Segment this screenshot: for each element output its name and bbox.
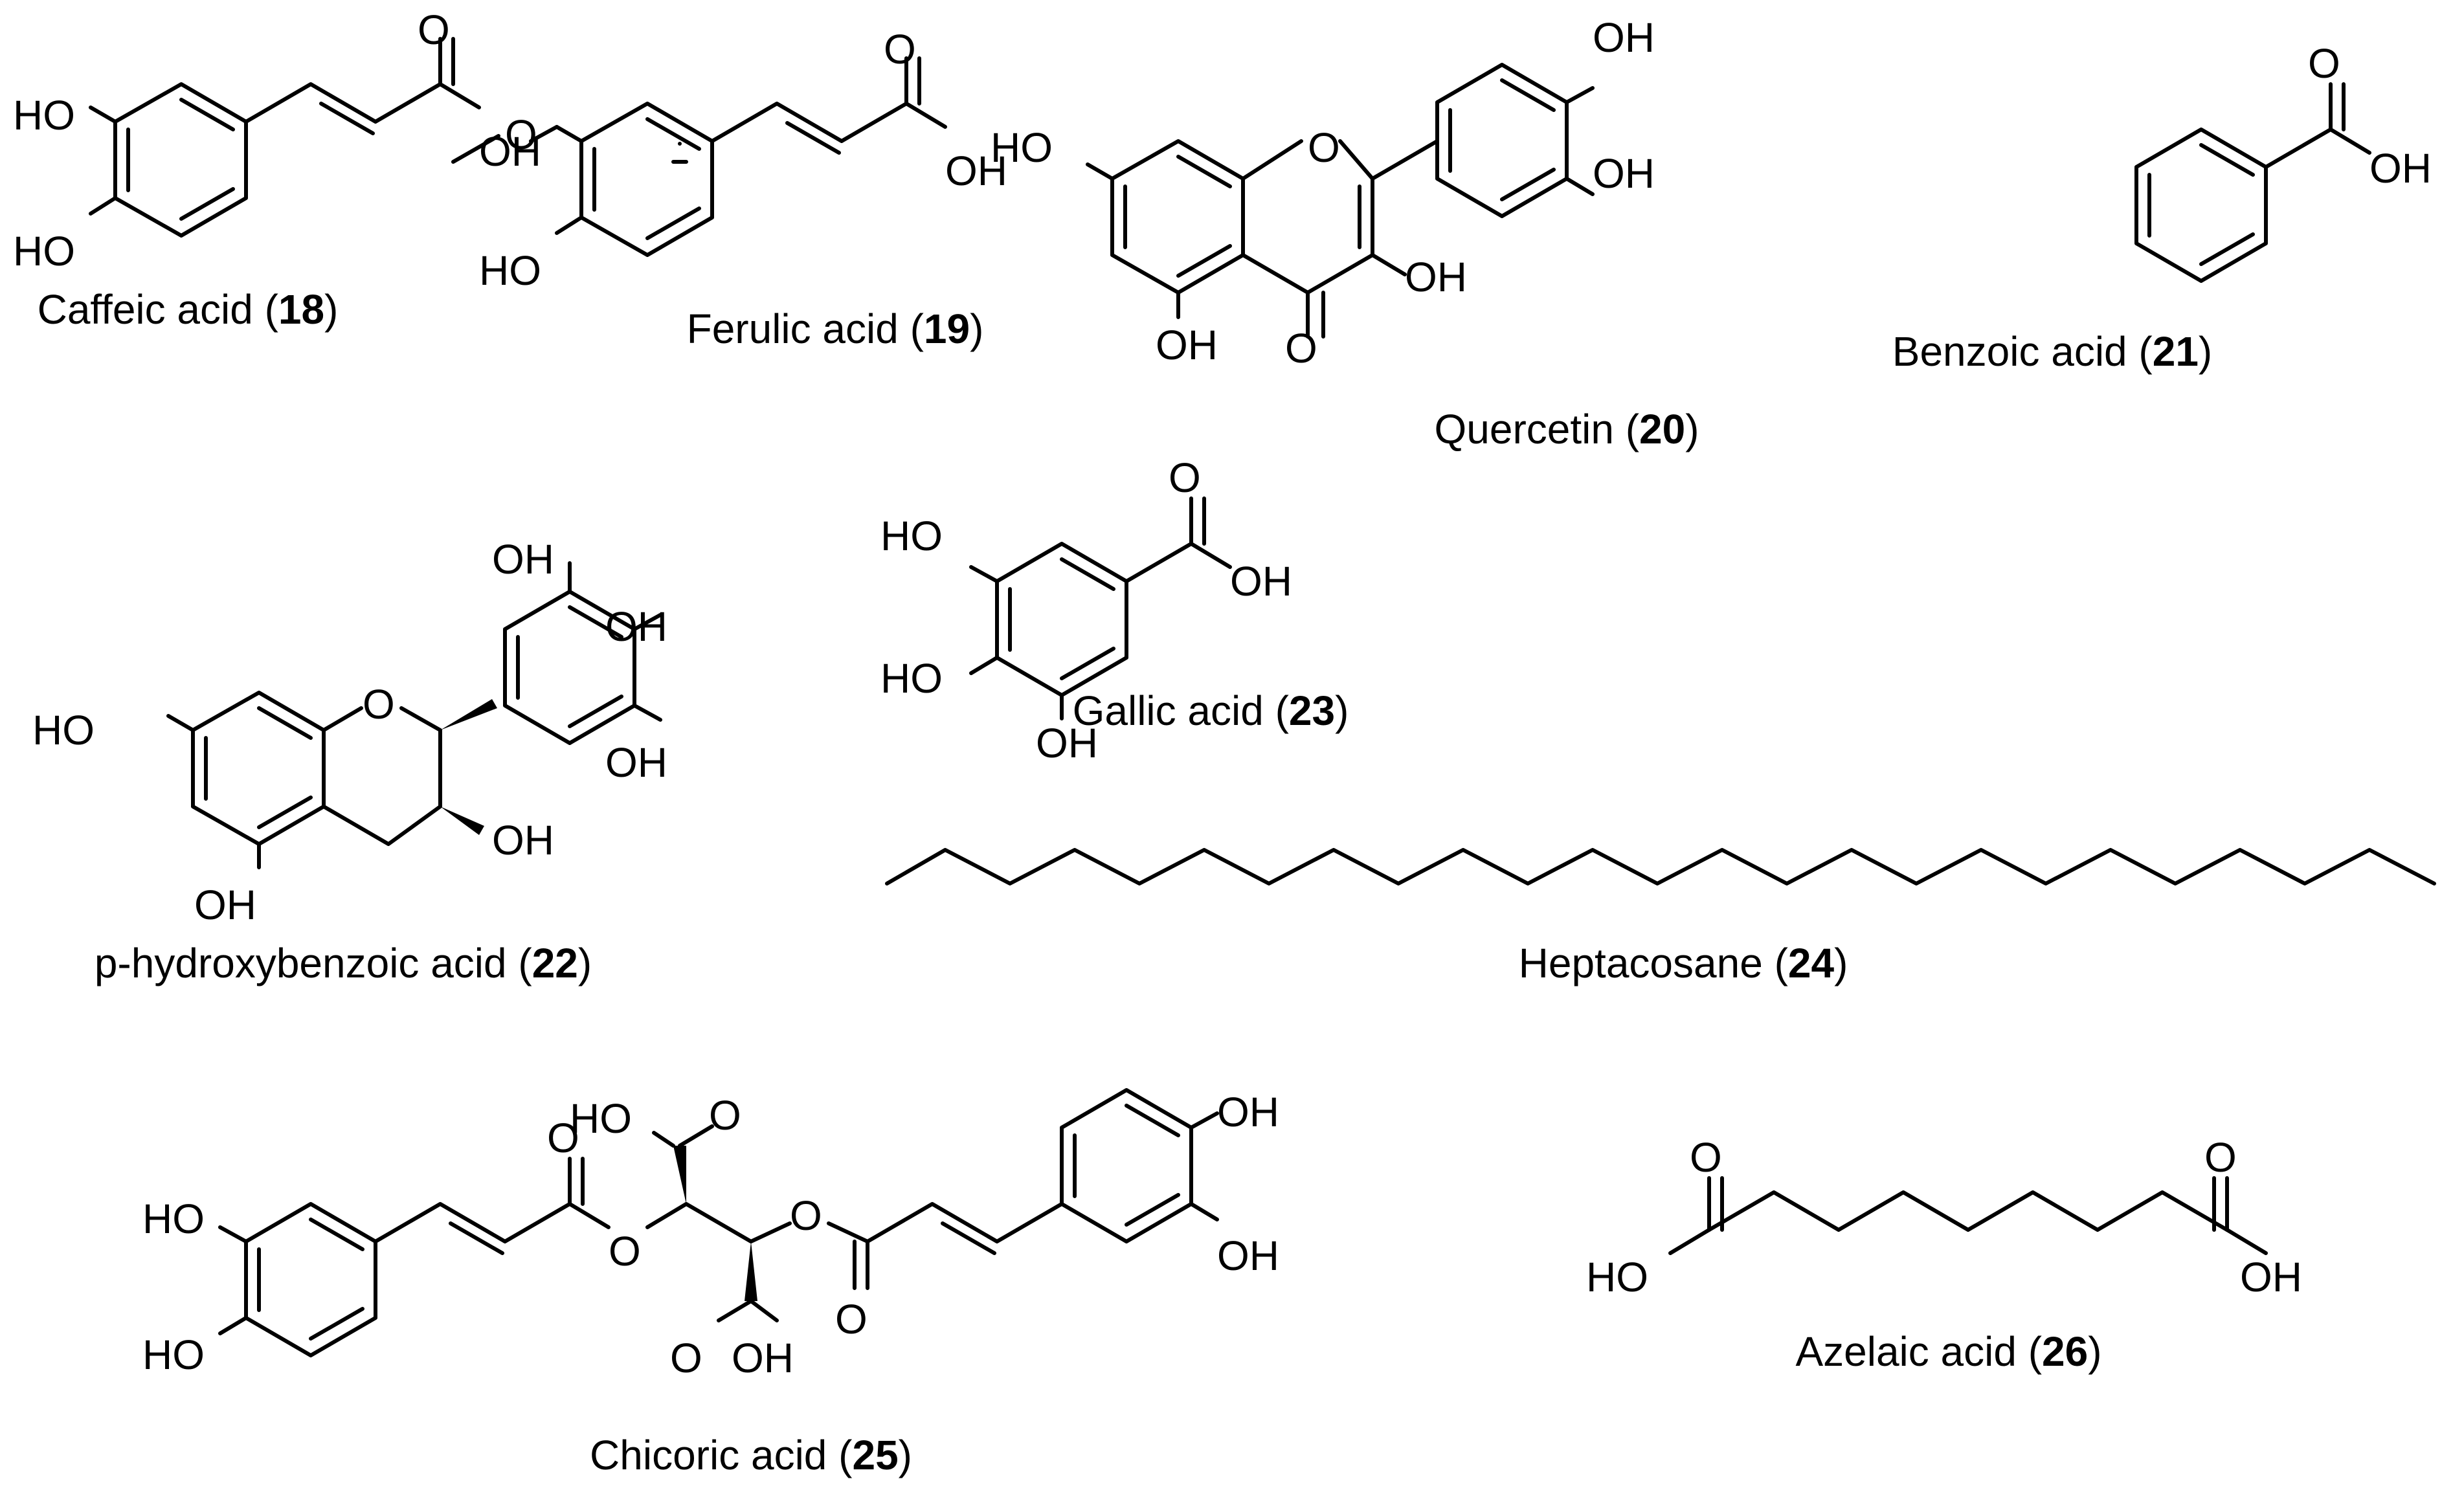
structure-benzoic-acid: O OH Benzoic acid (21) [1892,40,2432,375]
structure-ferulic-acid: O HO O OH Ferulic acid (19) [451,26,1007,352]
azelaic-ho: HO [1586,1254,1648,1300]
quercetin-ho-7: HO [991,124,1053,171]
chicoric-ho-left-bottom: HO [142,1331,205,1378]
p-hydroxy-oh-bottom: OH [194,882,256,928]
structure-quercetin: O HO OH O OH OH OH Quercetin (20) [991,14,1699,452]
caption-gallic-acid: Gallic acid (23) [1073,687,1349,734]
p-hydroxy-oh-3: OH [492,817,554,863]
quercetin-oh-5: OH [1156,322,1218,368]
chicoric-ester-o-left-carbonyl: O [547,1115,579,1161]
ferulic-oh: OH [945,148,1007,194]
chicoric-ester-o-left: O [609,1228,641,1275]
p-hydroxy-ho: HO [32,707,95,753]
chicoric-oh-right-bottom: OH [1217,1232,1279,1279]
chicoric-oh-right-top: OH [1217,1089,1279,1135]
caption-azelaic-acid: Azelaic acid (26) [1795,1328,2101,1375]
quercetin-ring-o: O [1308,124,1340,171]
azelaic-carbonyl-o-left: O [1690,1134,1722,1181]
caffeic-ho-bottom: HO [13,228,75,274]
quercetin-oh-3: OH [1405,254,1467,300]
chicoric-o-acid-bottom: O [670,1335,702,1381]
gallic-oh: OH [1230,558,1292,605]
caption-heptacosane: Heptacosane (24) [1519,940,1848,986]
p-hydroxy-oh-mid: OH [605,603,667,650]
quercetin-oh-4prime: OH [1593,14,1655,61]
gallic-ho-mid: HO [880,655,943,702]
caption-quercetin: Quercetin (20) [1434,406,1699,452]
gallic-ho-top: HO [880,513,943,559]
structure-caffeic-acid: HO HO O OH Caffeic acid (18) [13,6,541,333]
chicoric-ester-o-right-carbonyl: O [835,1296,868,1342]
chicoric-ester-o-right: O [790,1192,822,1239]
chicoric-ho-acid-top: HO [570,1095,632,1142]
chicoric-oh-acid-bottom: OH [732,1335,794,1381]
ferulic-methoxy-o: O [505,111,537,158]
caffeic-ho-top: HO [13,92,75,139]
structure-gallic-acid: O OH HO HO OH Gallic acid (23) [880,454,1349,766]
structure-chicoric-acid: HO HO O O HO O O O O OH OH OH Chicoric a… [142,1088,1279,1478]
azelaic-carbonyl-o-right: O [2204,1134,2237,1181]
caption-caffeic-acid: Caffeic acid (18) [38,286,339,333]
quercetin-oh-3prime: OH [1593,150,1655,197]
structure-heptacosane: Heptacosane (24) [885,848,2436,986]
ferulic-carbonyl-o: O [884,26,916,72]
azelaic-oh: OH [2240,1254,2302,1300]
caffeic-oh: OH [479,128,541,175]
gallic-oh-bottom: OH [1036,720,1098,766]
caption-ferulic-acid: Ferulic acid (19) [687,306,984,352]
structure-azelaic-acid: O HO O OH Azelaic acid (26) [1586,1134,2302,1375]
benzoic-carbonyl-o: O [2308,40,2340,87]
chicoric-ho-left-top: HO [142,1196,205,1242]
benzoic-oh: OH [2369,145,2432,192]
caffeic-carbonyl-o: O [418,6,450,53]
caption-chicoric-acid: Chicoric acid (25) [590,1432,912,1478]
caption-p-hydroxybenzoic-acid: p-hydroxybenzoic acid (22) [95,940,592,986]
structure-p-hydroxybenzoic-acid: O HO OH OH OH OH OH p-hydroxybenzoic aci… [32,536,667,986]
caption-benzoic-acid: Benzoic acid (21) [1892,328,2212,375]
p-hydroxy-oh-top: OH [492,536,554,583]
quercetin-carbonyl-o: O [1285,325,1317,372]
p-hydroxy-oh-low: OH [605,739,667,786]
p-hydroxy-ring-o: O [363,681,395,728]
gallic-carbonyl-o: O [1169,454,1201,501]
chicoric-o-acid-top: O [709,1092,741,1139]
ferulic-ho: HO [479,247,541,294]
